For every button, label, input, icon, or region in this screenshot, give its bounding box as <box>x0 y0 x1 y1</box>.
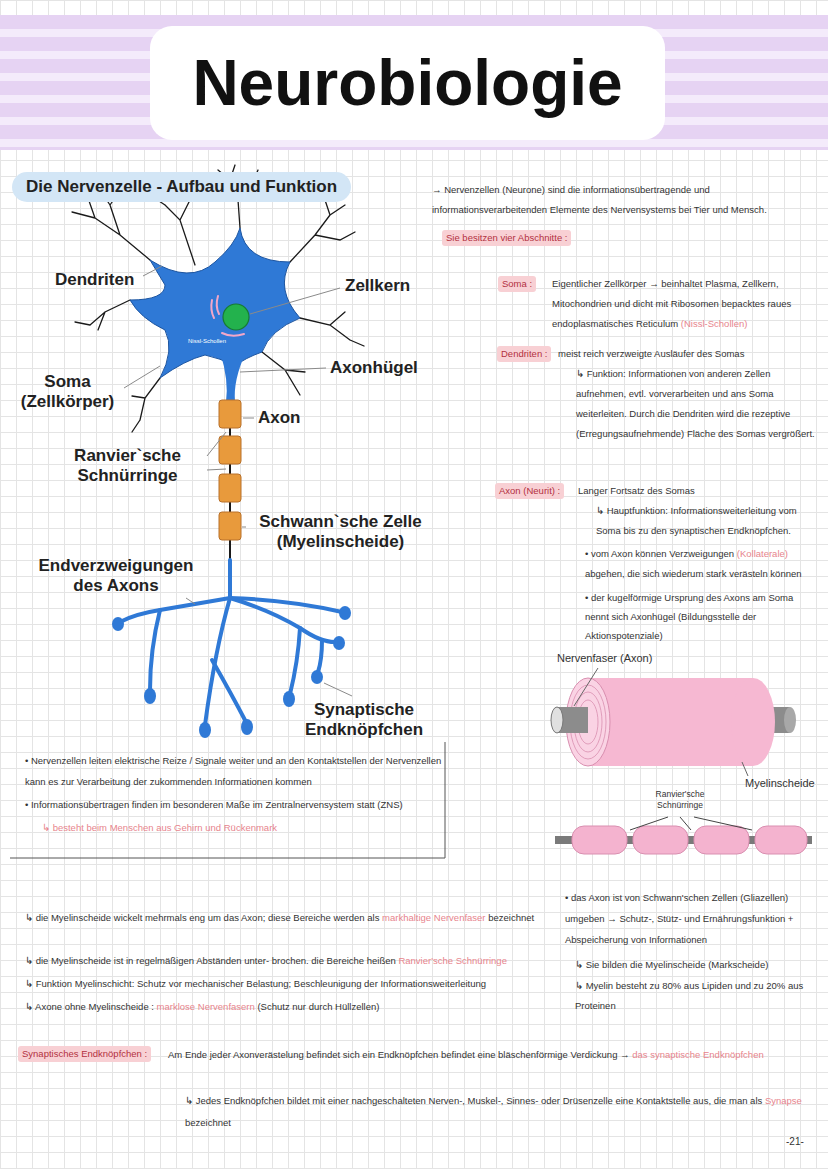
note-wrap: ↳ Hauptfunktion: Informationsweiterleitu… <box>596 501 816 541</box>
part-label: Synaptische Endknöpfchen <box>305 700 423 739</box>
note-text: ↳ Funktion Myelinschicht: Schutz vor mec… <box>25 978 486 989</box>
part-label: Zellkern <box>345 276 410 295</box>
part-label: Dendriten <box>55 270 134 289</box>
note-wrap: ↳ Sie bilden die Myelinscheide (Marksche… <box>575 955 817 975</box>
note-wrap: ↳ Axone ohne Myelinscheide : marklose Ne… <box>25 997 545 1017</box>
figure-label: Nervenfaser (Axon) <box>557 652 652 664</box>
note-wrap: ↳ besteht beim Menschen aus Gehirn und R… <box>42 818 440 838</box>
note-wrap: Eigentlicher Zellkörper → beinhaltet Pla… <box>552 274 817 334</box>
node-text: Die Nervenzelle - Aufbau und Funktion <box>26 177 337 196</box>
highlight-label: Soma : <box>498 276 536 292</box>
note-wrap: Am Ende jeder Axonverästelung befindet s… <box>168 1044 813 1066</box>
note-text: • Nervenzellen leiten elektrische Reize … <box>25 755 441 787</box>
note-keyword: markhaltige Nervenfaser <box>382 912 486 923</box>
note-keyword: (Nissl-Schollen) <box>681 318 748 329</box>
label-wrap: Zellkern <box>345 276 410 296</box>
label-wrap: Endverzweigungen des Axons <box>25 556 207 596</box>
note-text: • vom Axon können Verzweigungen <box>585 548 734 559</box>
label-wrap: Synaptische Endknöpfchen <box>300 700 428 740</box>
label-wrap: Schwann`sche Zelle (Myelinscheide) <box>248 512 433 552</box>
note-text: meist reich verzweigte Ausläufer des Som… <box>558 348 744 359</box>
note-text: ↳ Sie bilden die Myelinscheide (Marksche… <box>575 959 768 970</box>
highlight-label: Axon (Neurit) : <box>495 483 564 499</box>
highlight-label: Synaptisches Endknöpfchen : <box>18 1046 151 1062</box>
note-text: bezeichnet <box>185 1117 231 1128</box>
note-wrap: • vom Axon können Verzweigungen (Kollate… <box>585 544 817 584</box>
label-wrap: Nissl-Schollen <box>188 338 226 344</box>
note-text: ↳ die Myelinscheide wickelt mehrmals eng… <box>25 912 379 923</box>
part-label: Schwann`sche Zelle (Myelinscheide) <box>259 512 422 551</box>
note-text: → Nervenzellen (Neurone) sind die inform… <box>432 184 767 215</box>
node-text: Axon (Neurit) : <box>499 485 560 496</box>
note-wrap: • Nervenzellen leiten elektrische Reize … <box>25 750 443 792</box>
note-text: ↳ Axone ohne Myelinscheide : <box>25 1001 154 1012</box>
note-wrap: ↳ die Myelinscheide ist in regelmäßigen … <box>25 951 545 971</box>
note-wrap: ↳ Myelin besteht zu 80% aus Lipiden und … <box>575 976 817 1016</box>
note-text: abgehen, die sich wiederum stark veräste… <box>585 568 802 579</box>
title-box: Neurobiologie <box>150 26 665 140</box>
part-label: Axon <box>258 408 301 427</box>
figure-label: Myelinscheide <box>745 777 815 789</box>
note-text: Eigentlicher Zellkörper → beinhaltet Pla… <box>552 278 791 329</box>
highlight-label: Sie besitzen vier Abschnitte : <box>442 230 571 246</box>
label-wrap: Nervenfaser (Axon) <box>557 652 652 664</box>
note-text: (Schutz nur durch Hüllzellen) <box>257 1001 379 1012</box>
note-wrap: ↳ Funktion Myelinschicht: Schutz vor mec… <box>25 974 545 994</box>
note-text: • der kugelförmige Ursprung des Axons am… <box>585 592 793 641</box>
page-number: -21- <box>786 1136 804 1147</box>
highlight-label: Dendriten : <box>497 346 551 362</box>
label-wrap: Ranvier`sche Schnürringe <box>50 446 205 486</box>
note-keyword: ↳ besteht beim Menschen aus Gehirn und R… <box>42 822 277 833</box>
note-text: bezeichnet <box>488 912 534 923</box>
tiny-label: Nissl-Schollen <box>188 338 226 344</box>
part-label: Ranvier`sche Schnürringe <box>74 446 181 485</box>
note-text: Langer Fortsatz des Somas <box>578 485 695 496</box>
note-keyword: (Kollaterale) <box>737 548 788 559</box>
part-label: Axonhügel <box>330 358 418 377</box>
note-keyword: das synaptische Endknöpfchen <box>632 1049 764 1060</box>
note-text: ↳ Myelin besteht zu 80% aus Lipiden und … <box>575 980 803 1011</box>
label-wrap: Axonhügel <box>330 358 418 378</box>
page-title: Neurobiologie <box>192 46 622 120</box>
label-wrap: Myelinscheide <box>745 777 815 789</box>
note-text: • Informationsübertragen finden im beson… <box>25 799 403 810</box>
note-wrap: Langer Fortsatz des Somas <box>578 481 816 501</box>
node-text: Synaptisches Endknöpfchen : <box>22 1048 147 1059</box>
label-wrap: -21- <box>786 1136 804 1147</box>
note-text: ↳ Hauptfunktion: Informationsweiterleitu… <box>596 505 797 536</box>
label-wrap: Axon <box>258 408 301 428</box>
note-text: ↳ die Myelinscheide ist in regelmäßigen … <box>25 955 396 966</box>
note-wrap: • Informationsübertragen finden im beson… <box>25 795 443 815</box>
note-wrap: → Nervenzellen (Neurone) sind die inform… <box>432 180 817 220</box>
label-wrap: Dendriten <box>55 270 134 290</box>
note-text: ↳ Funktion: Informationen von anderen Ze… <box>576 368 815 439</box>
note-keyword: Synapse <box>765 1095 802 1106</box>
note-text: • das Axon ist von Schwann'schen Zellen … <box>565 892 793 945</box>
note-keyword: Ranvier'sche Schnürringe <box>398 955 506 966</box>
note-wrap: ↳ die Myelinscheide wickelt mehrmals eng… <box>25 908 545 928</box>
node-text: Dendriten : <box>501 348 547 359</box>
label-wrap: Ranvier'sche Schnürringe <box>645 789 715 811</box>
note-wrap: • das Axon ist von Schwann'schen Zellen … <box>565 887 817 950</box>
part-label: Endverzweigungen des Axons <box>39 556 194 595</box>
note-text: Am Ende jeder Axonverästelung befindet s… <box>168 1049 630 1060</box>
note-wrap: ↳ Jedes Endknöpfchen bildet mit einer na… <box>185 1090 813 1134</box>
figure-label: Ranvier'sche Schnürringe <box>656 789 705 810</box>
note-text: ↳ Jedes Endknöpfchen bildet mit einer na… <box>185 1095 762 1106</box>
label-wrap: Soma (Zellkörper) <box>10 372 125 412</box>
node-text: Sie besitzen vier Abschnitte : <box>446 232 567 243</box>
note-wrap: meist reich verzweigte Ausläufer des Som… <box>558 344 816 364</box>
node-text: Soma : <box>502 278 532 289</box>
section-heading: Die Nervenzelle - Aufbau und Funktion <box>12 172 351 202</box>
note-wrap: • der kugelförmige Ursprung des Axons am… <box>585 588 817 645</box>
note-wrap: ↳ Funktion: Informationen von anderen Ze… <box>576 364 816 444</box>
note-keyword: marklose Nervenfasern <box>157 1001 255 1012</box>
part-label: Soma (Zellkörper) <box>21 372 115 411</box>
